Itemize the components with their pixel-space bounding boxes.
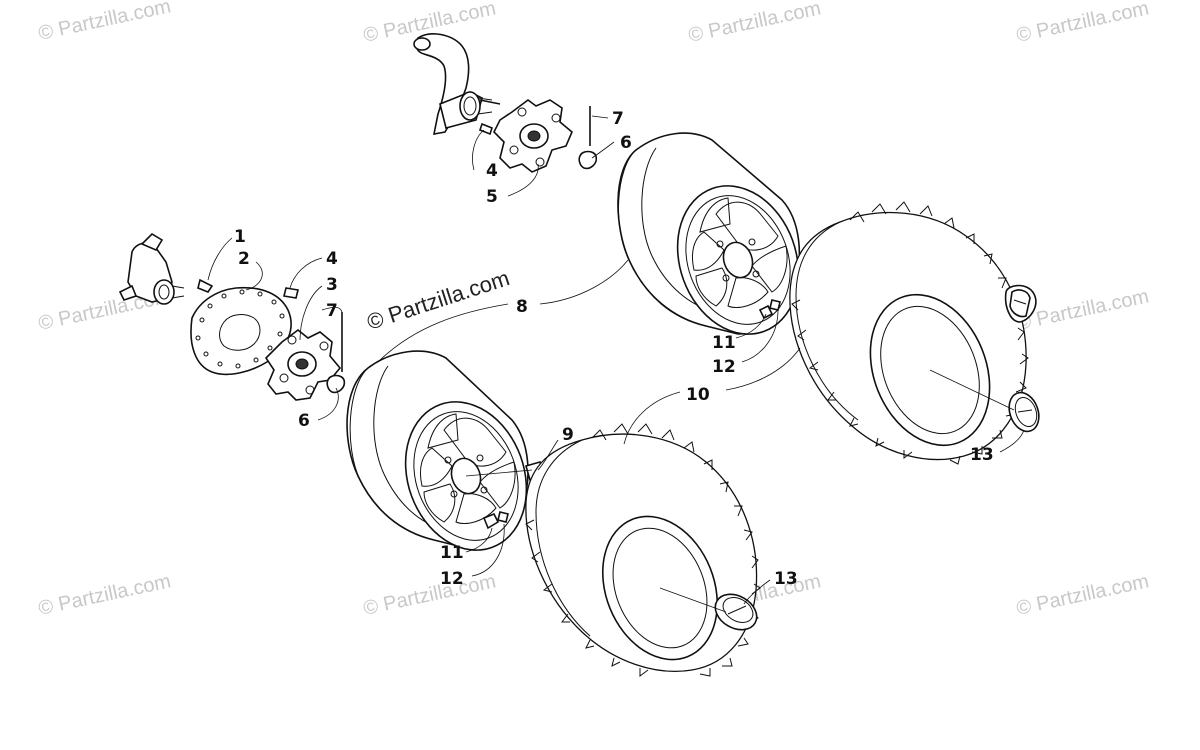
watermark: © Partzilla.com	[36, 0, 172, 45]
watermark: © Partzilla.com	[36, 570, 172, 620]
lower-hub-cap	[659, 587, 758, 631]
callout-3: 3	[326, 275, 338, 295]
left-wheel-hub	[264, 287, 346, 401]
upper-tire	[789, 201, 1037, 465]
watermark: © Partzilla.com	[686, 0, 822, 47]
callout-12: 12	[712, 357, 736, 377]
watermark: © Partzilla.com	[361, 570, 497, 620]
upper-wheel-rim	[617, 132, 801, 335]
callout-7: 7	[612, 109, 624, 129]
left-steering-knuckle	[118, 232, 185, 305]
callout-10: 10	[686, 385, 710, 405]
watermark: © Partzilla.com	[1014, 570, 1150, 620]
upper-wheel-hub	[479, 99, 598, 173]
callout-8: 8	[516, 297, 528, 317]
callout-labels: 1 2 3 4 4 5 6 6 7 7 8 9 10 11 11 12 12 1…	[234, 109, 994, 589]
callout-12: 12	[440, 569, 464, 589]
callout-6: 6	[620, 133, 632, 153]
callout-9: 9	[562, 425, 574, 445]
callout-4: 4	[326, 249, 338, 269]
watermark: © Partzilla.com	[1014, 0, 1150, 47]
callout-2: 2	[238, 249, 250, 269]
callout-13: 13	[774, 569, 798, 589]
callout-5: 5	[486, 187, 498, 207]
watermark: © Partzilla.com	[1014, 285, 1150, 335]
callout-11: 11	[440, 543, 464, 563]
callout-6: 6	[298, 411, 310, 431]
lower-tire	[525, 423, 761, 677]
callout-1: 1	[234, 227, 246, 247]
callout-4: 4	[486, 161, 498, 181]
upper-hub-cap	[929, 369, 1040, 433]
upper-steering-knuckle	[413, 33, 501, 135]
leader-lines	[207, 115, 1025, 605]
callout-11: 11	[712, 333, 736, 353]
lower-wheel-rim	[346, 350, 545, 551]
watermark-center: © Partzilla.com	[364, 265, 513, 335]
callout-7: 7	[326, 301, 338, 321]
callout-13: 13	[970, 445, 994, 465]
